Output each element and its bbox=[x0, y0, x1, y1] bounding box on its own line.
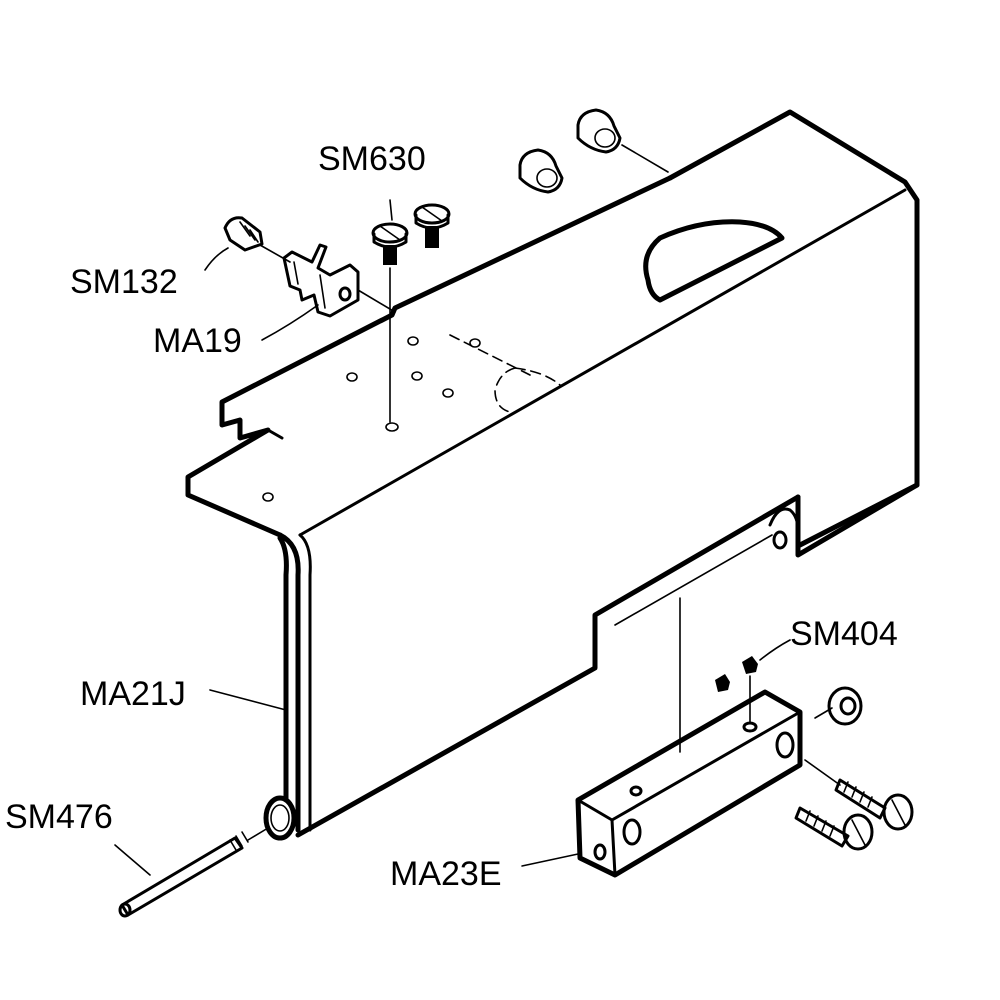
label-sm630: SM630 bbox=[318, 140, 426, 178]
label-ma21j: MA21J bbox=[80, 675, 186, 713]
top-hole bbox=[442, 388, 454, 398]
label-sm404: SM404 bbox=[790, 615, 898, 653]
leader-ma21j bbox=[209, 689, 287, 711]
top-hole bbox=[385, 422, 399, 432]
setscrews-sm404 bbox=[715, 639, 791, 723]
label-sm476: SM476 bbox=[5, 798, 113, 836]
bracket-ma19 bbox=[282, 243, 396, 318]
top-hole bbox=[407, 336, 419, 346]
top-hole bbox=[411, 371, 423, 381]
top-hole bbox=[469, 338, 481, 348]
washer-and-screws bbox=[794, 686, 914, 851]
top-hole bbox=[346, 372, 358, 382]
leader-ma23e bbox=[521, 853, 579, 867]
screws-sm630 bbox=[371, 199, 451, 423]
label-ma23e: MA23E bbox=[390, 855, 502, 893]
leader-ma19 bbox=[261, 304, 319, 341]
label-ma19: MA19 bbox=[153, 322, 242, 360]
top-hole bbox=[262, 492, 274, 502]
screw-sm132 bbox=[204, 216, 291, 271]
label-sm132: SM132 bbox=[70, 263, 178, 301]
bushings bbox=[518, 108, 669, 194]
housing-ma21j bbox=[185, 109, 920, 841]
pin-sm476 bbox=[114, 827, 269, 918]
block-ma23e bbox=[575, 689, 841, 878]
